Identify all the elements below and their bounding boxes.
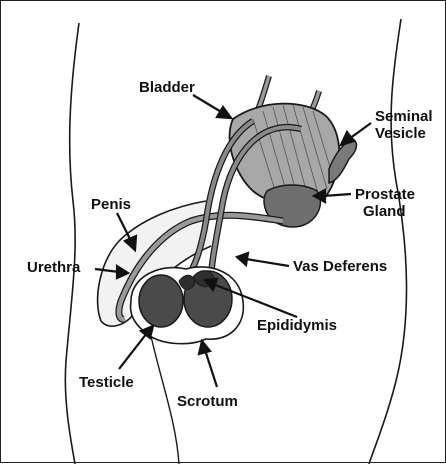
label-urethra: Urethra (27, 259, 80, 276)
label-scrotum: Scrotum (177, 393, 238, 410)
label-bladder: Bladder (139, 79, 195, 96)
left-testicle-shape (139, 275, 183, 327)
label-vas-deferens: Vas Deferens (293, 258, 387, 275)
label-epididymis: Epididymis (257, 317, 337, 334)
label-seminal-vesicle-line1: Seminal (375, 108, 433, 125)
label-testicle: Testicle (79, 374, 134, 391)
label-seminal-vesicle: Seminal Vesicle (375, 108, 433, 142)
label-prostate-gland: Prostate Gland (355, 186, 415, 220)
body-outline-right (369, 19, 407, 464)
thigh-outline (151, 336, 179, 464)
label-penis: Penis (91, 196, 131, 213)
body-outline-left (65, 23, 79, 464)
label-seminal-vesicle-line2: Vesicle (375, 125, 433, 142)
label-prostate-line1: Prostate (355, 186, 415, 203)
label-prostate-line2: Gland (355, 203, 415, 220)
